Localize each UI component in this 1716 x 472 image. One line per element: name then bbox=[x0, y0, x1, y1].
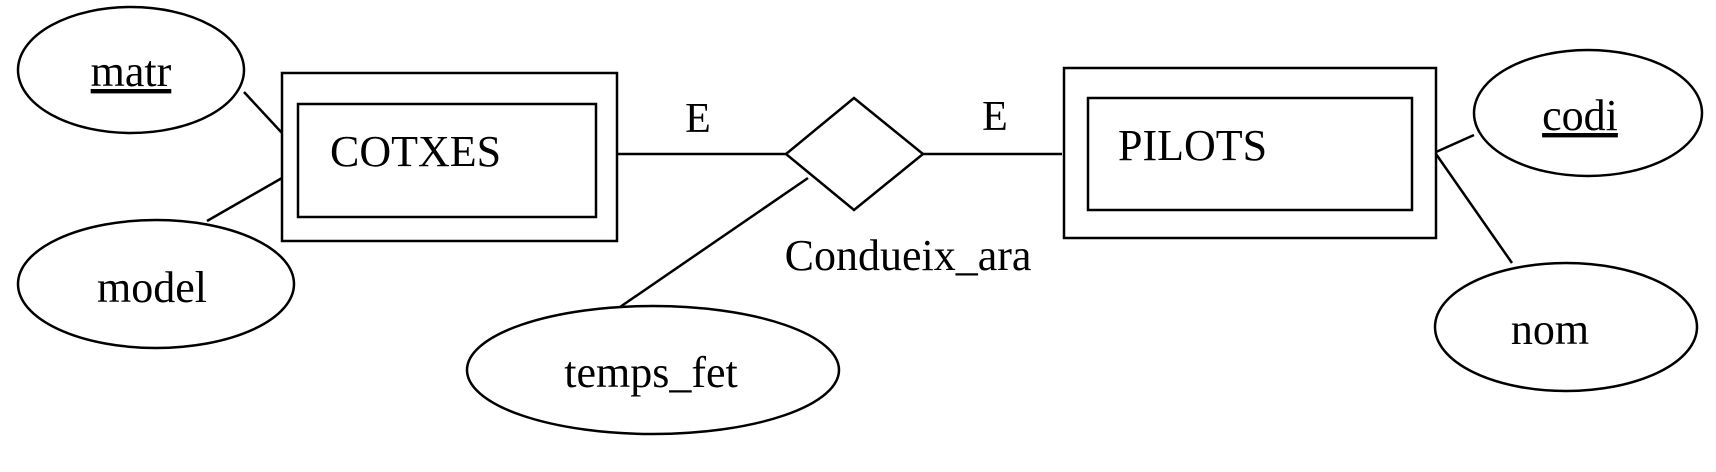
link-pilots-codi bbox=[1435, 133, 1475, 154]
link-relationship-temps-fet bbox=[619, 176, 809, 309]
attribute-matr-label: matr bbox=[91, 47, 172, 96]
cardinality-right: E bbox=[982, 94, 1008, 140]
entity-pilots-inner-box bbox=[1086, 96, 1414, 212]
attribute-model[interactable]: model bbox=[16, 218, 296, 350]
entity-pilots[interactable]: PILOTS bbox=[1062, 66, 1438, 240]
attribute-codi[interactable]: codi bbox=[1472, 48, 1704, 178]
attribute-matr[interactable]: matr bbox=[16, 5, 246, 135]
attribute-matr-ellipse bbox=[16, 5, 246, 135]
attribute-temps-fet-label: temps_fet bbox=[564, 348, 738, 397]
connector-lines bbox=[206, 91, 1514, 309]
attribute-nom-ellipse bbox=[1433, 261, 1699, 393]
attribute-nom[interactable]: nom bbox=[1433, 261, 1699, 393]
attribute-model-ellipse bbox=[16, 218, 296, 350]
relationship-label: Condueix_ara bbox=[785, 231, 1032, 280]
attribute-codi-ellipse bbox=[1472, 48, 1704, 178]
entity-cotxes-label: COTXES bbox=[330, 127, 501, 176]
entity-pilots-label: PILOTS bbox=[1118, 121, 1267, 170]
attribute-model-label: model bbox=[97, 263, 207, 312]
attribute-nom-label: nom bbox=[1511, 305, 1589, 354]
relationship-condueix-ara[interactable]: Condueix_ara bbox=[784, 96, 1032, 280]
entity-cotxes-inner-box bbox=[296, 102, 598, 219]
entity-cotxes[interactable]: COTXES bbox=[280, 71, 619, 243]
attribute-temps-fet[interactable]: temps_fet bbox=[465, 304, 841, 436]
attribute-temps-fet-ellipse bbox=[465, 304, 841, 436]
relationship-diamond bbox=[784, 96, 925, 212]
attribute-codi-label: codi bbox=[1542, 91, 1618, 140]
cardinality-left: E bbox=[685, 96, 711, 142]
link-matr-cotxes bbox=[243, 91, 283, 134]
link-model-cotxes bbox=[206, 176, 283, 223]
link-pilots-nom bbox=[1434, 153, 1514, 264]
